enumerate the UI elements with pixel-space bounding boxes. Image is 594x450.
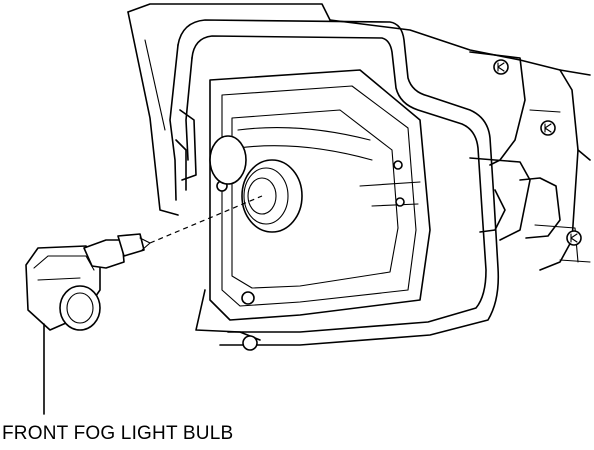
bolt-k-icon	[540, 120, 556, 136]
fog-light-housing	[169, 19, 500, 346]
lower-mount-tabs	[175, 109, 261, 351]
fog-light-bulb	[25, 233, 151, 331]
bolt-k-icon	[493, 59, 509, 75]
bulb-socket	[209, 135, 303, 233]
insertion-line	[149, 195, 263, 244]
mounting-bracket	[469, 51, 591, 263]
callout-label: FRONT FOG LIGHT BULB	[2, 423, 234, 444]
bolt-k-icon	[566, 230, 582, 246]
lens-screws	[393, 160, 405, 207]
